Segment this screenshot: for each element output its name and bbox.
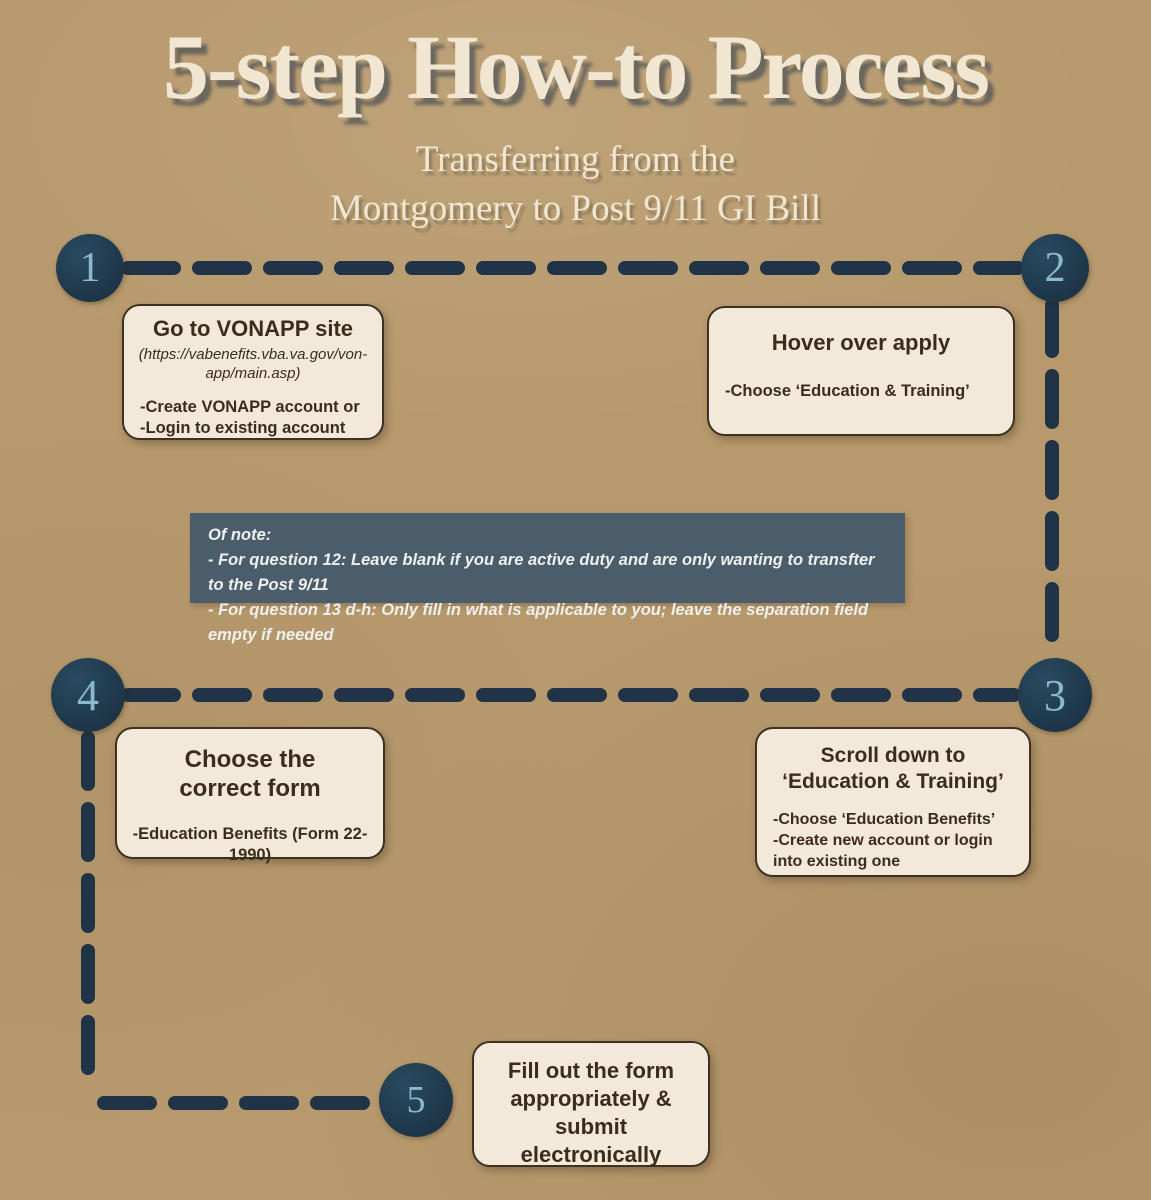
step-3-bullet: -Choose ‘Education Benefits’ [773,811,996,829]
step-1-bullets: -Create VONAPP account or -Login to exis… [136,397,370,440]
step-1-bullet: -Login to existing account [140,419,346,438]
step-number-4: 4 [77,670,99,720]
step-circle-5: 5 [379,1063,453,1137]
step-2-bullets: -Choose ‘Education & Training’ [721,381,1001,402]
step-1-url-line-1: (https://vabenefits.vba.va.gov/von- [138,345,368,363]
subtitle: Transferring from the Montgomery to Post… [0,136,1151,234]
note-heading: Of note: [208,526,272,544]
step-4-title: Choose the correct form [179,746,321,803]
step-5-title: Fill out the form appropriately & submit… [507,1058,675,1168]
step-4-bullets: -Education Benefits (Form 22-1990) [129,824,371,867]
step-1-title: Go to VONAPP site [152,316,354,341]
step-number-5: 5 [406,1079,426,1121]
note-line-2: - For question 13 d-h: Only fill in what… [208,601,869,645]
step-3-box: Scroll down to ‘Education & Training’ -C… [755,727,1031,877]
step-4-box: Choose the correct form -Education Benef… [115,727,385,864]
step-3-bullet: -Create new account or login into existi… [773,832,993,870]
step-number-3: 3 [1044,670,1066,720]
step-circle-1: 1 [56,234,124,302]
note-box: Of note: - For question 12: Leave blank … [190,513,905,644]
step-1-url: (https://vabenefits.vba.va.gov/von- app/… [136,345,370,384]
note-line-1: - For question 12: Leave blank if you ar… [208,551,875,595]
step-3-title: Scroll down to ‘Education & Training’ [782,744,1004,793]
page-title: 5-step How-to Process [163,16,990,118]
step-1-url-line-2: app/main.asp) [205,365,301,383]
step-number-2: 2 [1044,245,1066,291]
step-1-bullet: -Create VONAPP account or [140,397,360,416]
step-number-1: 1 [79,245,101,291]
step-2-title: Hover over apply [771,330,951,355]
step-2-bullet: -Choose ‘Education & Training’ [725,381,970,400]
step-circle-2: 2 [1021,234,1089,302]
step-3-bullets: -Choose ‘Education Benefits’ -Create new… [769,810,1017,872]
subtitle-line-1: Transferring from the [415,139,736,180]
step-4-bullet: -Education Benefits (Form 22-1990) [132,824,368,864]
step-5-box: Fill out the form appropriately & submit… [472,1041,710,1167]
step-2-box: Hover over apply -Choose ‘Education & Tr… [707,306,1015,436]
step-1-box: Go to VONAPP site (https://vabenefits.vb… [122,304,384,440]
step-circle-3: 3 [1018,658,1092,732]
subtitle-line-2: Montgomery to Post 9/11 GI Bill [330,187,821,229]
step-circle-4: 4 [51,658,125,732]
